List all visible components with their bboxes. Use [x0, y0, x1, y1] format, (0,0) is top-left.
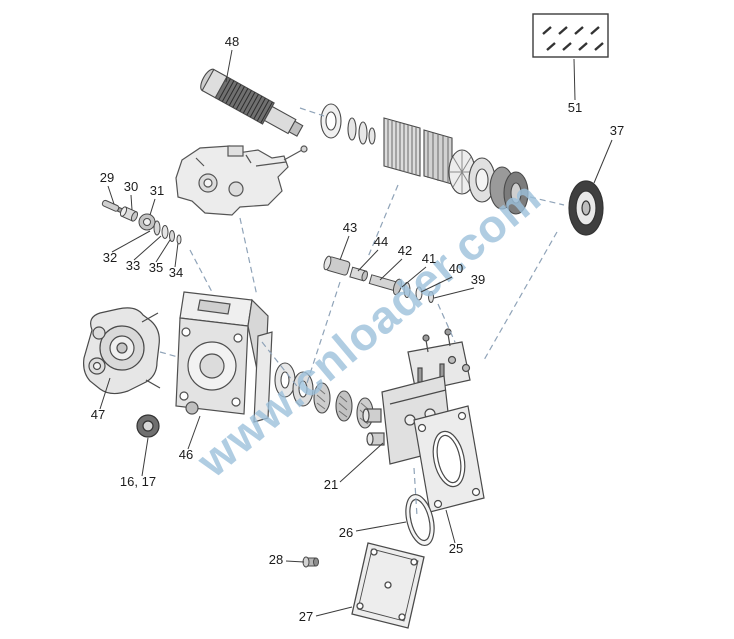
- leader-lines: [99, 49, 613, 617]
- callout-labels: 48 51 37 29 30 31 32 33 35 34 43 44 42 4…: [91, 34, 624, 624]
- control-housing: [175, 145, 308, 216]
- callout-37: 37: [610, 123, 624, 138]
- callout-33: 33: [126, 258, 140, 273]
- small-parts-row: [101, 199, 182, 245]
- callout-26: 26: [339, 525, 353, 540]
- callout-41: 41: [422, 251, 436, 266]
- callout-31: 31: [150, 183, 164, 198]
- callout-40: 40: [449, 261, 463, 276]
- parts-drawing: [83, 13, 609, 629]
- callout-47: 47: [91, 407, 105, 422]
- cover-plate-25: [413, 405, 485, 513]
- callout-48: 48: [225, 34, 239, 49]
- bolt-28: [302, 556, 319, 568]
- callout-25: 25: [449, 541, 463, 556]
- disc-pack: [320, 103, 529, 215]
- oval-gasket-26: [405, 493, 435, 547]
- callout-35: 35: [149, 260, 163, 275]
- end-disc-37: [568, 180, 604, 236]
- callout-28: 28: [269, 552, 283, 567]
- callout-51: 51: [568, 100, 582, 115]
- callout-21: 21: [324, 477, 338, 492]
- input-shaft-48: [200, 68, 304, 137]
- pump-body-47: [83, 307, 161, 395]
- centerlines: [159, 107, 565, 517]
- main-housing-46: [175, 291, 273, 423]
- hardware-box-51: [532, 13, 609, 58]
- callout-16-17: 16, 17: [120, 474, 156, 489]
- seal-nut-16-17: [136, 414, 160, 438]
- callout-29: 29: [100, 170, 114, 185]
- callout-44: 44: [374, 234, 388, 249]
- callout-39: 39: [471, 272, 485, 287]
- callout-27: 27: [299, 609, 313, 624]
- callout-43: 43: [343, 220, 357, 235]
- pilot-shaft-assembly: [323, 255, 434, 303]
- mounting-plate-27: [351, 542, 425, 629]
- callout-46: 46: [179, 447, 193, 462]
- callout-34: 34: [169, 265, 183, 280]
- callout-30: 30: [124, 179, 138, 194]
- callout-42: 42: [398, 243, 412, 258]
- callout-32: 32: [103, 250, 117, 265]
